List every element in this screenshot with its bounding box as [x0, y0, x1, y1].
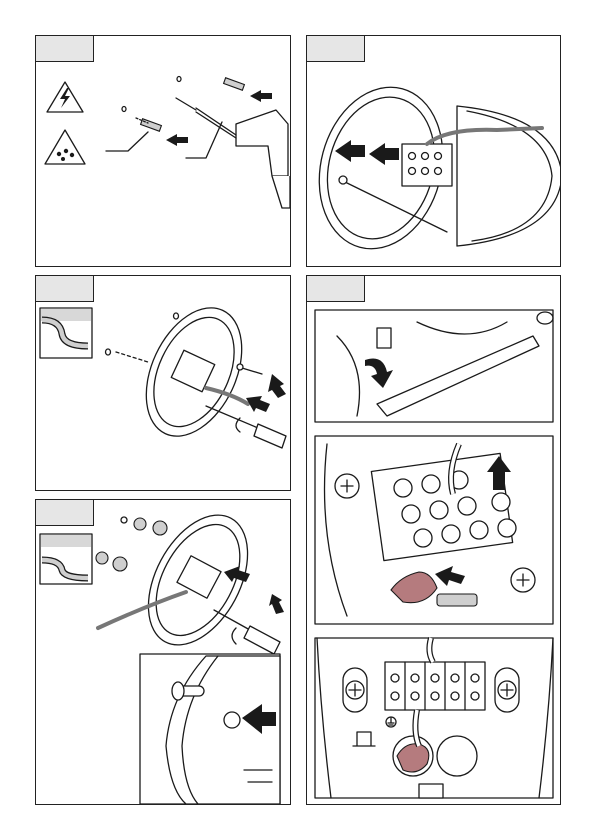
step-3-panel: [35, 275, 291, 491]
wall-plug-icon: [122, 77, 244, 132]
connection-detail: [315, 638, 553, 798]
wall-cable-inset-icon: [40, 308, 92, 358]
step-1-illustration: [36, 36, 291, 267]
prying-detail: [315, 310, 553, 422]
detail-inset: [140, 654, 280, 804]
step-2-illustration: [307, 36, 561, 267]
push-arrow-icon: [246, 374, 286, 412]
step-5-panel: [306, 275, 561, 805]
step-3-illustration: [36, 276, 291, 491]
earth-symbol-icon: [386, 717, 396, 727]
step-5-illustration: [307, 276, 561, 805]
drill-icon: [176, 98, 290, 208]
terminal-block-icon: [402, 144, 452, 186]
cable-gland-icon: [96, 517, 167, 571]
terminal-block-icon: [385, 662, 485, 710]
wall-cable-inset-icon: [40, 534, 92, 584]
step-2-panel: [306, 35, 561, 267]
step-4-panel: [35, 499, 291, 805]
wet-location-warning-icon: [45, 130, 85, 164]
step-4-illustration: [36, 500, 291, 805]
electric-shock-warning-icon: [47, 82, 83, 112]
terminal-detail: [315, 436, 553, 624]
step-1-panel: [35, 35, 291, 267]
